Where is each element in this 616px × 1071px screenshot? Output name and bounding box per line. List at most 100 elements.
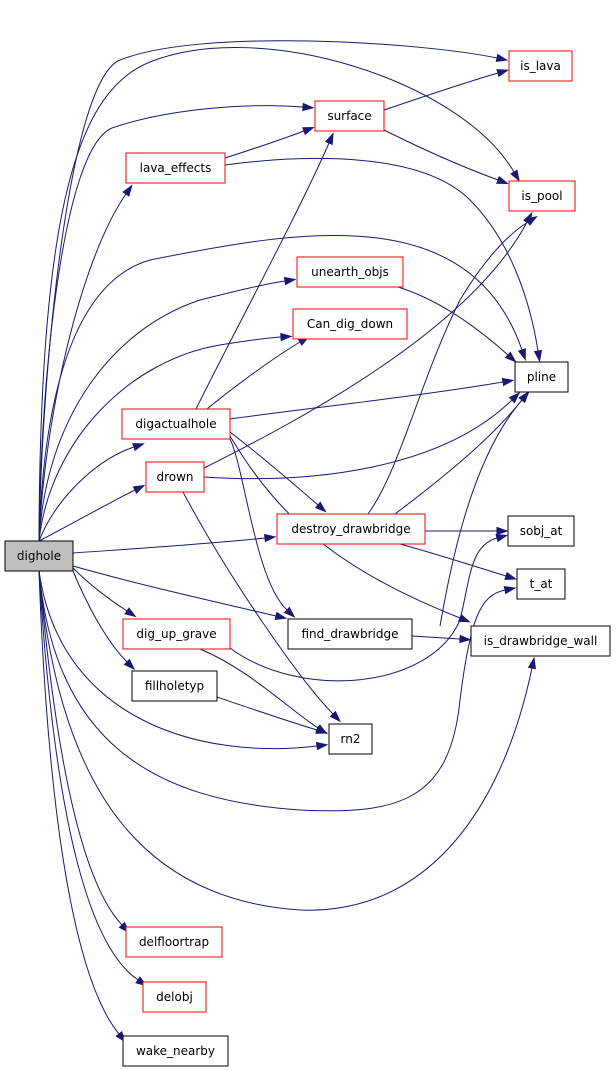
node-digactualhole[interactable]: digactualhole: [121, 408, 231, 440]
arrowhead: [302, 102, 315, 112]
node-box[interactable]: [328, 723, 373, 755]
edge-find_drawbridge-to-is_drawbridge_wall: [411, 634, 472, 644]
edge-dighole-to-digactualhole: [38, 443, 145, 542]
arrowhead: [124, 607, 137, 618]
edge-line: [38, 570, 120, 1035]
edge-line: [38, 280, 286, 542]
node-dighole[interactable]: dighole: [4, 540, 74, 572]
node-fillholetyp[interactable]: fillholetyp: [131, 670, 218, 702]
node-label: drown: [156, 470, 193, 484]
node-box[interactable]: [287, 618, 413, 650]
edge-line: [229, 431, 319, 506]
node-lava_effects[interactable]: lava_effects: [125, 152, 226, 184]
node-box[interactable]: [514, 361, 569, 393]
edge-dighole-to-rn2: [38, 570, 329, 751]
node-box[interactable]: [516, 568, 566, 600]
edges-layer: [38, 40, 543, 1043]
node-box[interactable]: [142, 981, 207, 1013]
edge-digactualhole-to-Can_dig_down: [206, 336, 310, 410]
edge-line: [38, 336, 282, 542]
edge-line: [216, 696, 318, 731]
edge-line: [38, 47, 515, 542]
node-label: is_lava: [520, 59, 561, 73]
edge-line: [199, 648, 319, 729]
edge-line: [206, 341, 301, 410]
edge-line: [72, 565, 277, 617]
edge-line: [72, 567, 128, 612]
edge-line: [229, 537, 498, 682]
node-t_at[interactable]: t_at: [516, 568, 566, 600]
node-box[interactable]: [292, 308, 408, 340]
edge-lava_effects-to-pline: [224, 157, 543, 363]
node-label: delfloortrap: [139, 935, 209, 949]
node-destroy_drawbridge[interactable]: destroy_drawbridge: [276, 513, 426, 545]
edge-line: [397, 286, 509, 356]
edge-line: [439, 399, 523, 627]
node-box[interactable]: [470, 625, 611, 657]
edge-line: [182, 491, 334, 715]
arrowhead: [517, 348, 526, 361]
node-pline[interactable]: pline: [514, 361, 569, 393]
arrowhead: [459, 634, 472, 644]
edge-line: [195, 142, 330, 410]
arrowhead: [504, 571, 518, 580]
node-box[interactable]: [122, 1035, 229, 1067]
edge-dighole-to-t_at: [38, 570, 517, 812]
edge-dighole-to-Can_dig_down: [38, 332, 293, 542]
edge-line: [399, 543, 507, 577]
edge-line: [38, 40, 498, 542]
node-box[interactable]: [296, 256, 404, 288]
edge-line: [38, 570, 123, 926]
node-is_lava[interactable]: is_lava: [508, 50, 573, 82]
node-box[interactable]: [508, 180, 576, 212]
edge-line: [38, 193, 127, 542]
edge-line: [383, 129, 499, 181]
arrowhead: [533, 349, 543, 363]
arrowhead: [527, 656, 537, 670]
node-surface[interactable]: surface: [314, 100, 385, 132]
edge-dighole-to-is_pool: [38, 47, 520, 542]
node-box[interactable]: [131, 670, 218, 702]
edge-destroy_drawbridge-to-t_at: [399, 543, 518, 580]
node-delobj[interactable]: delobj: [142, 981, 207, 1013]
node-box[interactable]: [145, 461, 205, 493]
node-box[interactable]: [4, 540, 74, 572]
node-is_pool[interactable]: is_pool: [508, 180, 576, 212]
node-box[interactable]: [276, 513, 426, 545]
edge-line: [38, 105, 304, 542]
edge-line: [203, 399, 513, 480]
node-label: destroy_drawbridge: [291, 522, 410, 536]
edge-dig_up_grave-to-rn2: [199, 648, 328, 735]
node-box[interactable]: [125, 152, 226, 184]
node-drown[interactable]: drown: [145, 461, 205, 493]
node-find_drawbridge[interactable]: find_drawbridge: [287, 618, 413, 650]
node-dig_up_grave[interactable]: dig_up_grave: [122, 618, 231, 650]
arrowhead: [525, 215, 538, 226]
node-Can_dig_down[interactable]: Can_dig_down: [292, 308, 408, 340]
node-box[interactable]: [122, 618, 231, 650]
node-label: unearth_objs: [311, 265, 389, 279]
node-box[interactable]: [508, 50, 573, 82]
node-box[interactable]: [121, 408, 231, 440]
node-unearth_objs[interactable]: unearth_objs: [296, 256, 404, 288]
node-label: delobj: [156, 990, 193, 1004]
node-is_drawbridge_wall[interactable]: is_drawbridge_wall: [470, 625, 611, 657]
node-box[interactable]: [314, 100, 385, 132]
node-label: surface: [327, 109, 371, 123]
node-sobj_at[interactable]: sobj_at: [507, 515, 575, 547]
node-label: fillholetyp: [145, 679, 204, 693]
arrowhead: [508, 391, 521, 404]
node-wake_nearby[interactable]: wake_nearby: [122, 1035, 229, 1067]
edge-line: [38, 570, 139, 981]
edge-digactualhole-to-surface: [195, 132, 334, 410]
node-box[interactable]: [507, 515, 575, 547]
node-label: is_drawbridge_wall: [484, 634, 598, 648]
arrowhead: [315, 725, 329, 734]
edge-dighole-to-lava_effects: [38, 184, 133, 542]
edge-line: [224, 130, 305, 159]
node-box[interactable]: [125, 926, 223, 958]
node-rn2[interactable]: rn2: [328, 723, 373, 755]
node-delfloortrap[interactable]: delfloortrap: [125, 926, 223, 958]
node-label: wake_nearby: [136, 1044, 215, 1058]
edge-line: [38, 570, 533, 911]
